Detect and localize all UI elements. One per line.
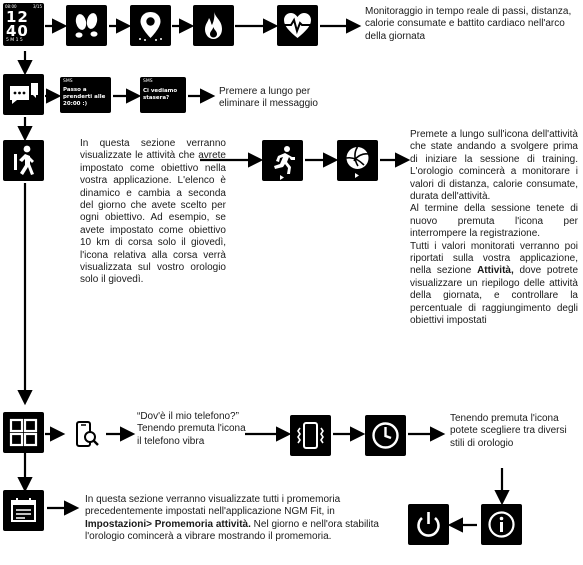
phone-search-icon — [76, 421, 99, 447]
activities-section-name: Attività, — [477, 265, 514, 277]
training-paragraph-2: Al termine della sessione tenete di nuov… — [410, 203, 578, 240]
messages-icon — [3, 74, 44, 115]
monitoring-description: Monitoraggio in tempo reale di passi, di… — [365, 6, 572, 42]
clock-icon — [365, 415, 406, 456]
training-paragraph-1: Premete a lungo sull'icona dell'attività… — [410, 129, 578, 203]
phone-vibrate-icon — [290, 415, 331, 456]
footsteps-icon — [66, 5, 107, 46]
heart-rate-icon — [277, 5, 318, 46]
training-paragraph-3: Tutti i valori monitorati verranno poi r… — [410, 240, 579, 327]
activity-person-icon — [3, 140, 44, 181]
message-screen-1: SMS Passo a prenderti alle 20:00 :) — [60, 77, 111, 113]
long-press-delete-text: Premere a lungo per eliminare il messagg… — [219, 86, 318, 110]
reminders-text: In questa sezione verranno visualizzate … — [85, 494, 379, 543]
reminders-settings-path: Impostazioni> Promemoria attività. — [85, 518, 251, 530]
flame-icon — [193, 5, 234, 46]
power-icon — [408, 504, 449, 545]
location-pin-icon — [130, 5, 171, 46]
running-play-icon — [262, 140, 303, 181]
apps-grid-icon — [3, 412, 44, 453]
activities-section-text: In questa sezione verranno visualizzate … — [80, 138, 226, 286]
message-screen-2: SMS Ci vediamo stasera? — [140, 77, 186, 113]
calendar-reminder-icon — [3, 490, 44, 531]
watch-styles-text: Tenendo premuta l'icona potete scegliere… — [450, 413, 567, 449]
watch-face: 08:00 3/15 12 40 5 M 1 5 — [3, 3, 44, 46]
training-description: Premete a lungo sull'icona dell'attività… — [410, 129, 578, 328]
find-phone-text: “Dov'è il mio telefono?” Tenendo premuta… — [137, 411, 246, 447]
volleyball-play-icon — [337, 140, 378, 181]
info-icon — [481, 504, 522, 545]
